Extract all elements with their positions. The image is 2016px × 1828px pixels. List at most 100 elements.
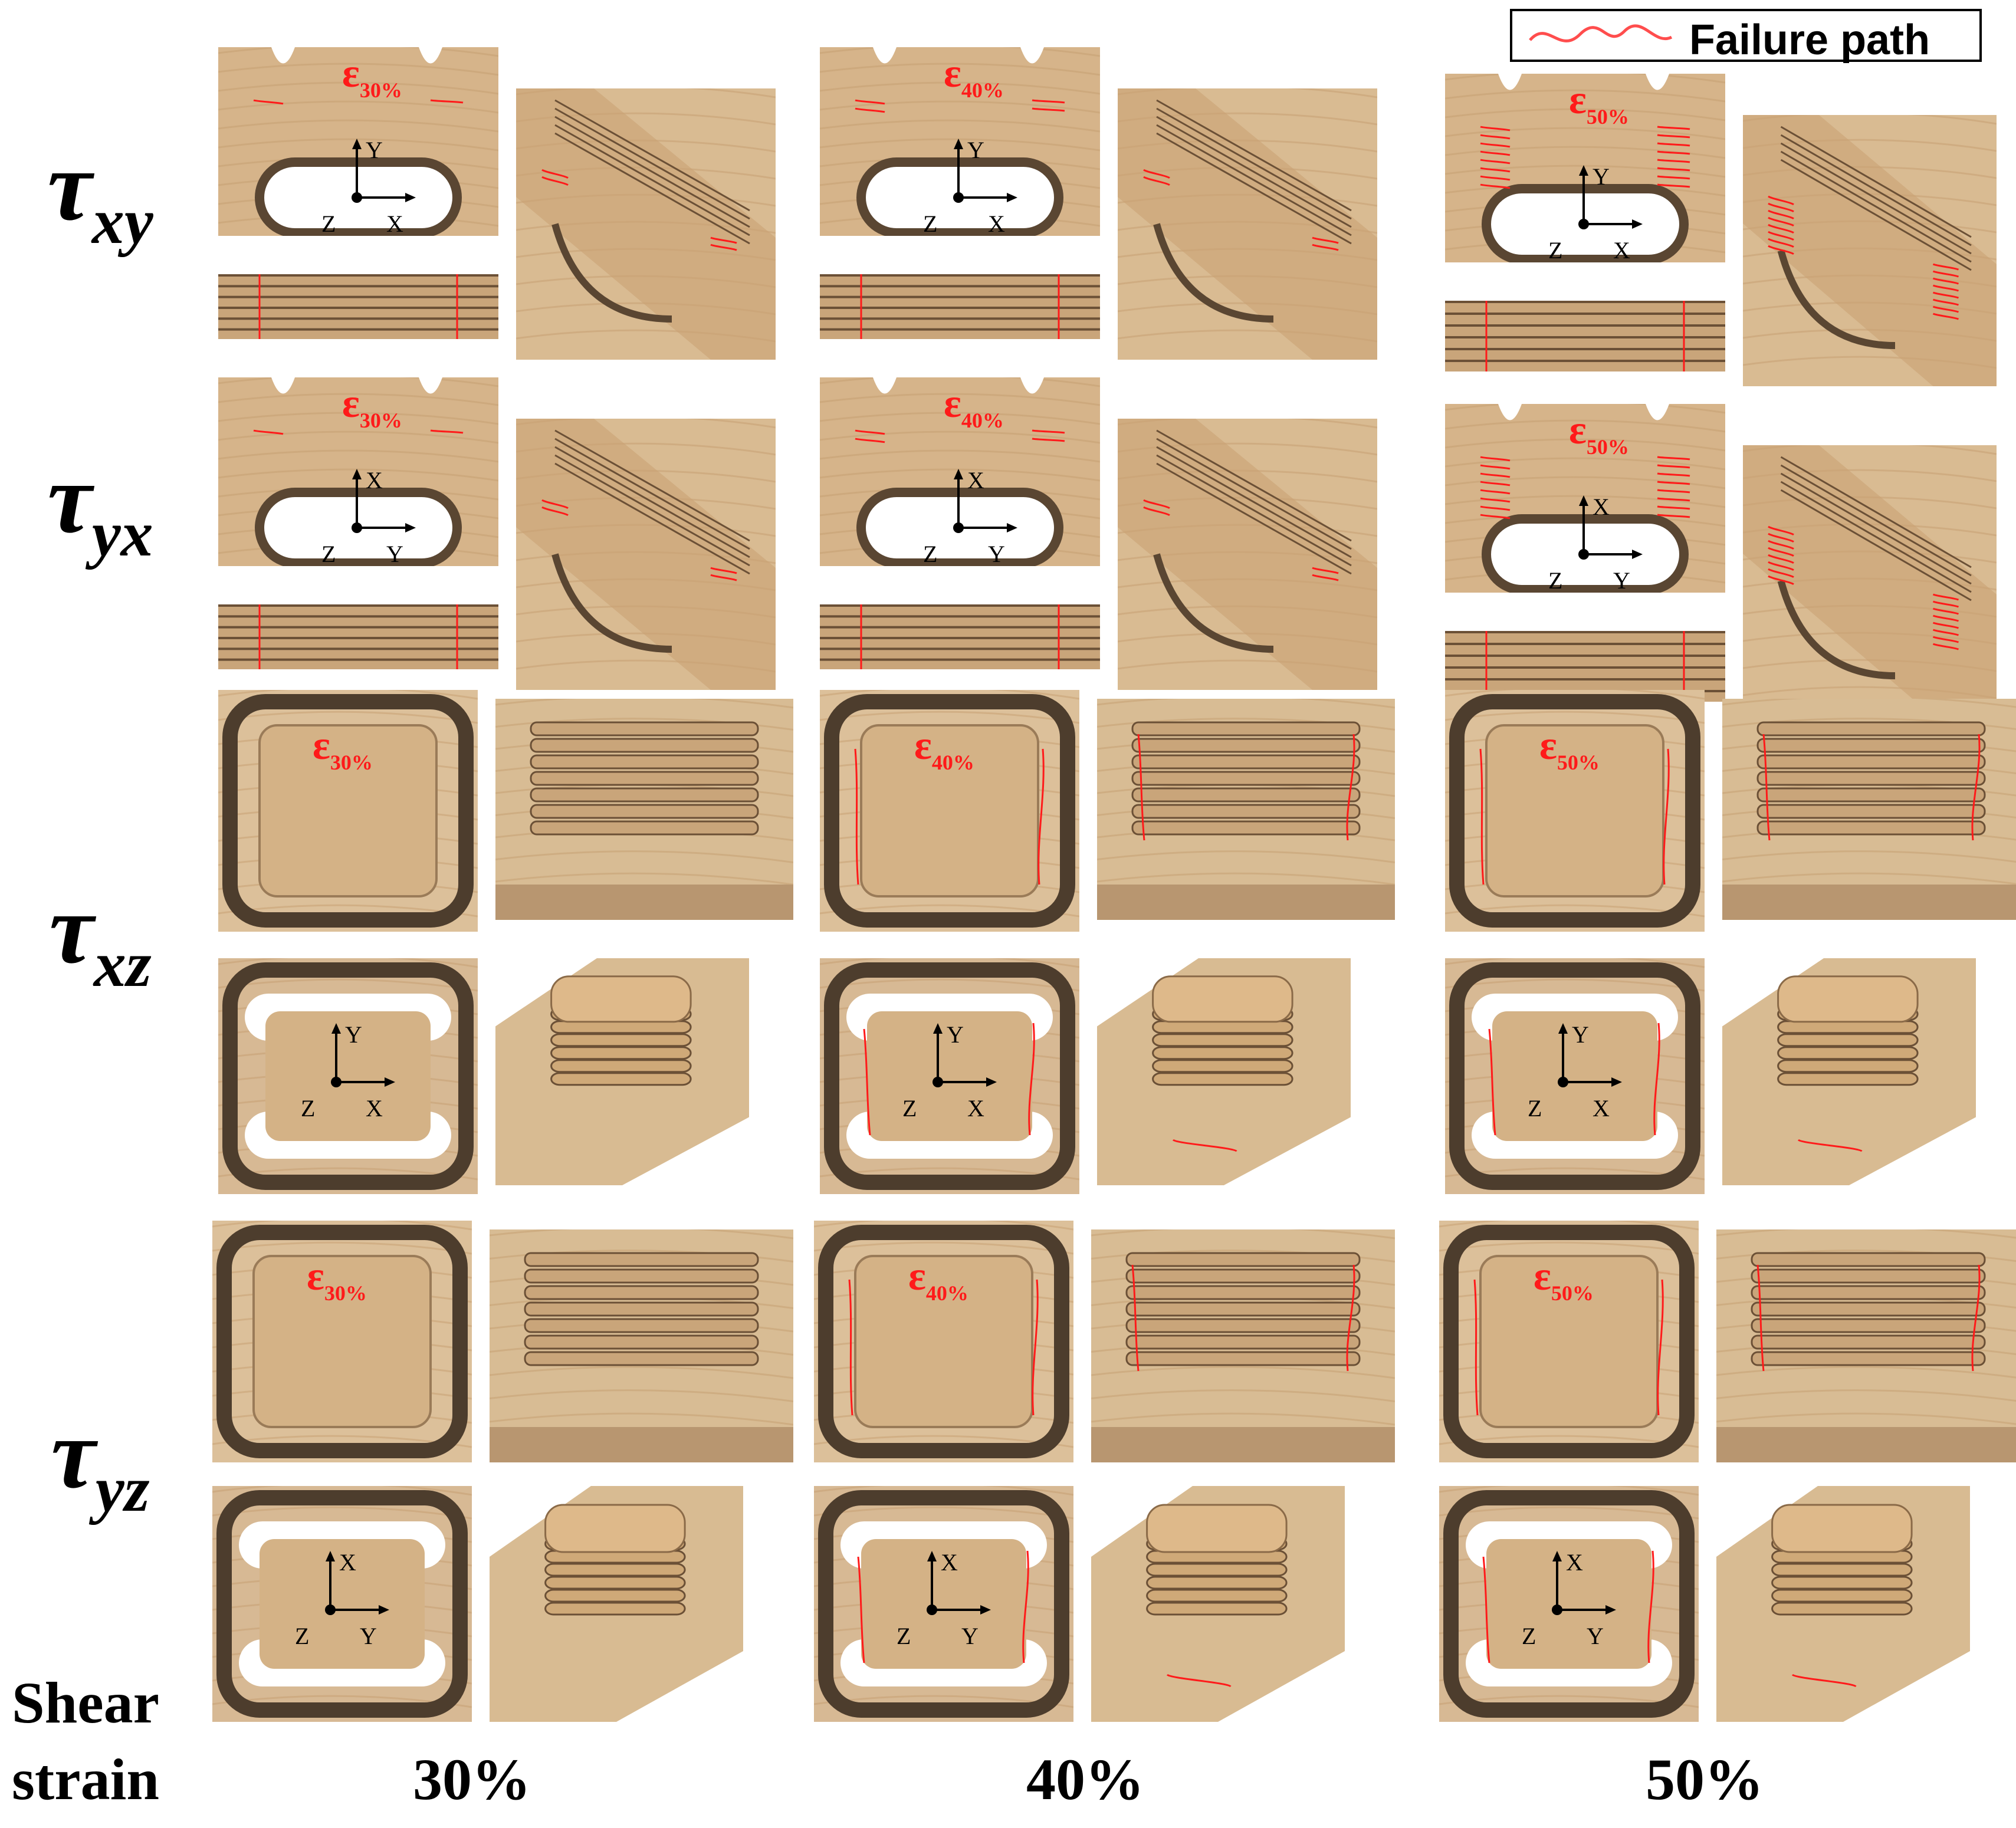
axis-label-y: Y bbox=[961, 1623, 979, 1649]
strain-epsilon-xz-1: ε40% bbox=[914, 723, 974, 774]
axes-yz-0: X Z Y bbox=[295, 1545, 401, 1651]
axis-label-y: Y bbox=[947, 1021, 964, 1048]
strain-epsilon-yx-0: ε30% bbox=[342, 381, 402, 432]
strain-epsilon-xz-2: ε50% bbox=[1539, 723, 1600, 774]
frame-bottom-yz-0: X Z Y bbox=[212, 1486, 472, 1722]
footer-strain: strain bbox=[12, 1747, 159, 1812]
axis-label-z: Z bbox=[1528, 1095, 1542, 1122]
strain-epsilon-xy-0: ε30% bbox=[342, 51, 402, 102]
legend-label: Failure path bbox=[1689, 17, 1930, 64]
axis-label-y: Y bbox=[1613, 567, 1630, 593]
axis-label-z: Z bbox=[902, 1095, 917, 1122]
frame-top-xz-1: ε40% bbox=[820, 690, 1079, 932]
iso-view-xy-2 bbox=[1743, 115, 1997, 386]
axis-label-y: Y bbox=[988, 541, 1005, 566]
row-label-yx: τyx bbox=[47, 443, 153, 570]
axis-label-x: X bbox=[988, 211, 1005, 236]
axis-label-x: X bbox=[339, 1549, 356, 1576]
axis-label-z: Z bbox=[1548, 237, 1563, 262]
axis-label-z: Z bbox=[897, 1623, 911, 1649]
frame-bottom-yz-1: X Z Y bbox=[814, 1486, 1073, 1722]
axis-label-y: Y bbox=[967, 137, 984, 163]
iso-view-xy-1 bbox=[1118, 88, 1377, 360]
axis-label-y: Y bbox=[1593, 163, 1610, 190]
axes-xz-1: Y Z X bbox=[902, 1017, 1009, 1123]
strain-epsilon-yz-0: ε30% bbox=[307, 1254, 367, 1305]
axes-yx-0: X Z Y bbox=[321, 463, 428, 566]
strain-epsilon-yz-1: ε40% bbox=[908, 1254, 968, 1305]
side-view-xy-2 bbox=[1445, 301, 1725, 371]
axes-xy-1: Y Z X bbox=[923, 133, 1029, 236]
row-label-yz: τyz bbox=[51, 1398, 150, 1525]
axis-label-x: X bbox=[967, 1095, 984, 1122]
axis-label-y: Y bbox=[1572, 1021, 1589, 1048]
row-label-xz: τxz bbox=[49, 873, 152, 1000]
stack-iso-xz-1 bbox=[1097, 958, 1351, 1185]
strain-label-40: 40% bbox=[1026, 1747, 1144, 1812]
side-view-xy-0 bbox=[218, 274, 498, 339]
axis-label-z: Z bbox=[321, 541, 336, 566]
strain-label-50: 50% bbox=[1646, 1747, 1764, 1812]
side-view-yx-1 bbox=[820, 604, 1100, 669]
strain-epsilon-xy-2: ε50% bbox=[1569, 77, 1629, 129]
axis-label-y: Y bbox=[366, 137, 383, 163]
axis-label-x: X bbox=[366, 1095, 383, 1122]
strain-epsilon-yz-2: ε50% bbox=[1534, 1254, 1594, 1305]
axis-label-x: X bbox=[386, 211, 403, 236]
axis-label-y: Y bbox=[345, 1021, 362, 1048]
stack-iso-yz-1 bbox=[1091, 1486, 1345, 1722]
stack-iso-yz-2 bbox=[1716, 1486, 1970, 1722]
iso-view-yx-0 bbox=[516, 419, 776, 690]
iso-view-yx-2 bbox=[1743, 445, 1997, 716]
strain-epsilon-xz-0: ε30% bbox=[313, 723, 373, 774]
strain-epsilon-yx-1: ε40% bbox=[944, 381, 1004, 432]
front-view-xy-1: ε40% Y Z X bbox=[820, 47, 1100, 236]
strain-epsilon-yx-2: ε50% bbox=[1569, 407, 1629, 459]
axis-label-z: Z bbox=[295, 1623, 310, 1649]
axis-label-y: Y bbox=[1587, 1623, 1604, 1649]
strain-label-30: 30% bbox=[413, 1747, 531, 1812]
front-view-yx-2: ε50% X Z Y bbox=[1445, 404, 1725, 593]
axis-label-z: Z bbox=[1548, 567, 1563, 593]
frame-top-yz-0: ε30% bbox=[212, 1221, 472, 1462]
axis-label-y: Y bbox=[386, 541, 403, 566]
footer-shear: Shear bbox=[12, 1670, 159, 1735]
failure-path-swatch-icon bbox=[1529, 24, 1673, 42]
strain-epsilon-xy-1: ε40% bbox=[944, 51, 1004, 102]
axis-label-x: X bbox=[941, 1549, 958, 1576]
axis-label-z: Z bbox=[923, 211, 938, 236]
stack-front-yz-0 bbox=[490, 1229, 793, 1462]
frame-top-yz-2: ε50% bbox=[1439, 1221, 1699, 1462]
axes-yx-2: X Z Y bbox=[1548, 489, 1654, 593]
row-label-xy: τxy bbox=[47, 130, 153, 257]
side-view-xy-1 bbox=[820, 274, 1100, 339]
axis-label-x: X bbox=[1593, 494, 1610, 520]
front-view-yx-0: ε30% X Z Y bbox=[218, 377, 498, 566]
axes-yz-1: X Z Y bbox=[897, 1545, 1003, 1651]
frame-top-yz-1: ε40% bbox=[814, 1221, 1073, 1462]
stack-iso-xz-2 bbox=[1722, 958, 1976, 1185]
axis-label-x: X bbox=[366, 467, 383, 494]
stack-front-xz-2 bbox=[1722, 699, 2016, 920]
axis-label-z: Z bbox=[321, 211, 336, 236]
axes-xy-0: Y Z X bbox=[321, 133, 428, 236]
stack-iso-xz-0 bbox=[495, 958, 749, 1185]
legend: Failure path bbox=[1510, 9, 1982, 64]
stack-iso-yz-0 bbox=[490, 1486, 743, 1722]
frame-top-xz-0: ε30% bbox=[218, 690, 478, 932]
iso-view-yx-1 bbox=[1118, 419, 1377, 690]
axis-label-x: X bbox=[1566, 1549, 1583, 1576]
axis-label-x: X bbox=[967, 467, 984, 494]
axis-label-y: Y bbox=[360, 1623, 377, 1649]
stack-front-xz-1 bbox=[1097, 699, 1395, 920]
